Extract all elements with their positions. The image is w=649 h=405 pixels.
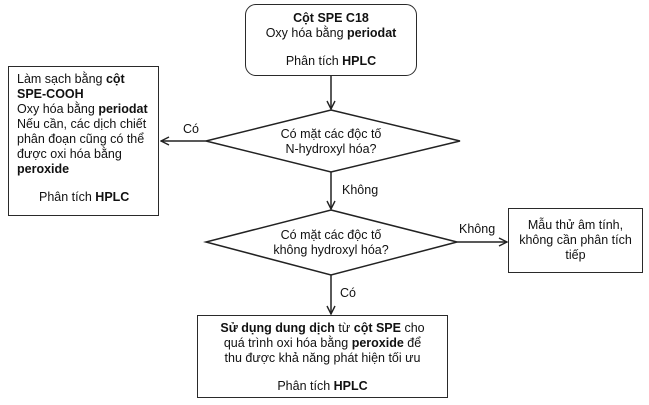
left-box-line7: peroxide (17, 162, 70, 176)
left-box-line2: SPE-COOH (17, 87, 84, 101)
left-box-line1: Làm sạch bằng cột (17, 72, 125, 86)
bottom-box-line3: thu được khả năng phát hiện tối ưu (224, 351, 421, 365)
decision1-no-label: Không (342, 183, 379, 197)
right-box-line2: không cần phân tích (519, 233, 632, 247)
bottom-box-line2: quá trình oxi hóa bằng peroxide để (223, 336, 422, 350)
right-box-line3: tiếp (565, 248, 586, 262)
decision2-no-label: Không (459, 222, 496, 236)
left-box-line3: Oxy hóa bằng periodat (17, 102, 148, 116)
bottom-box-line1: Sử dụng dung dịch từ cột SPE cho (220, 321, 425, 335)
bottom-box-analysis: Phân tích HPLC (277, 379, 368, 393)
decision1-yes-label: Có (183, 122, 199, 136)
decision2-question: Có mặt các độc tố không hydroxyl hóa? (273, 228, 389, 257)
left-box-line4: Nếu cần, các dịch chiết (17, 117, 147, 131)
left-box-line6: được oxi hóa bằng (17, 147, 122, 161)
right-box: Mẫu thử âm tính, không cần phân tích tiế… (508, 208, 643, 273)
start-box: Cột SPE C18 Oxy hóa bằng periodat Phân t… (245, 4, 417, 76)
right-box-line1: Mẫu thử âm tính, (527, 218, 624, 232)
left-box-line5: phân đoạn cũng có thể (17, 132, 145, 146)
decision2-yes-label: Có (340, 286, 356, 300)
left-box-analysis: Phân tích HPLC (39, 190, 130, 204)
bottom-box: Sử dụng dung dịch từ cột SPE cho quá trì… (197, 315, 448, 398)
start-box-line1: Cột SPE C18 (293, 11, 369, 25)
decision1-question: Có mặt các độc tố N-hydroxyl hóa? (280, 127, 382, 156)
left-box: Làm sạch bằng cột SPE-COOH Oxy hóa bằng … (8, 66, 159, 216)
start-box-analysis: Phân tích HPLC (285, 54, 377, 68)
start-box-line2: Oxy hóa bằng periodat (265, 26, 397, 40)
